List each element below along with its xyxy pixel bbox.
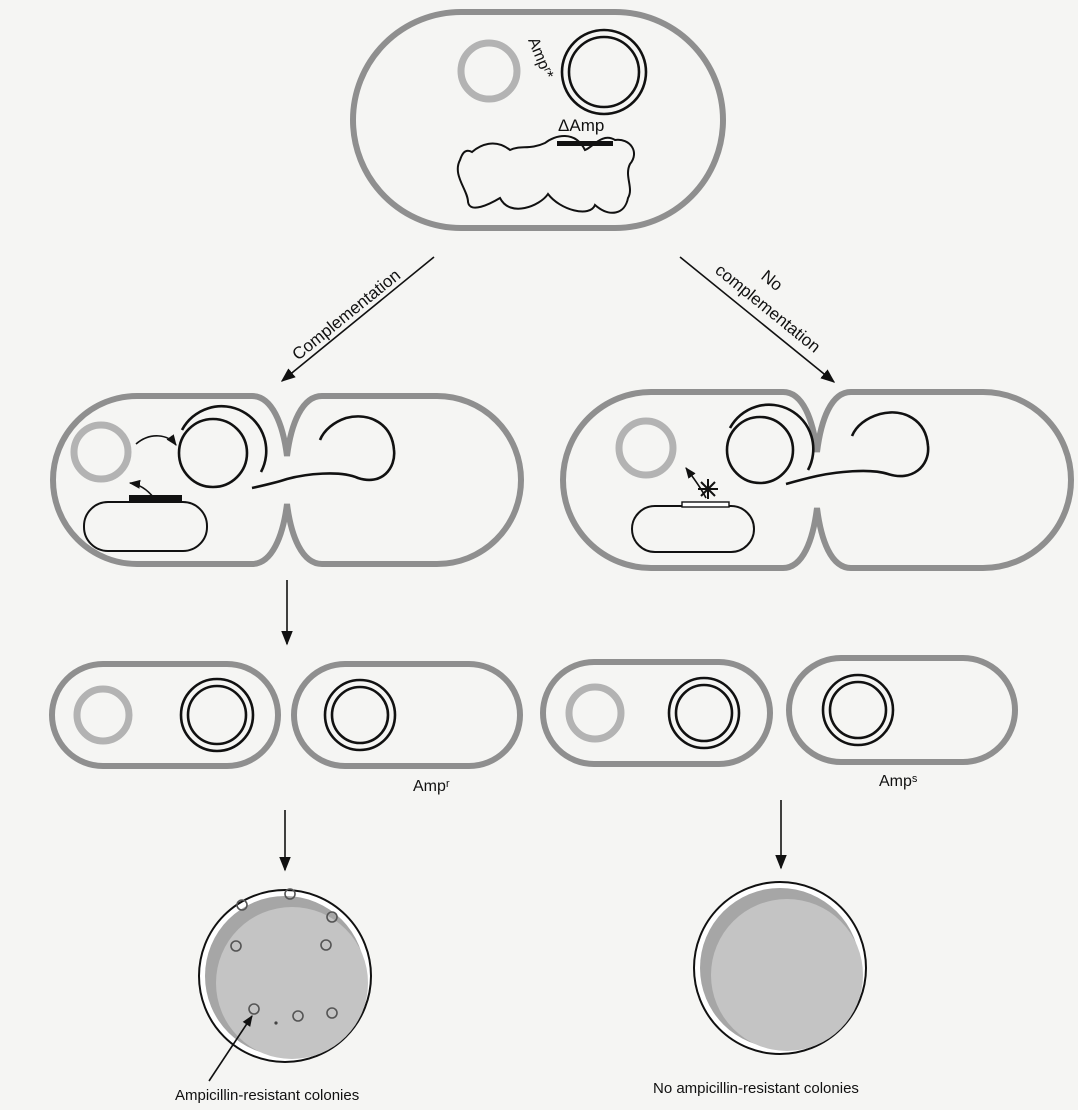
replicating-chromosome-ring-right [725, 403, 815, 485]
complementation-branch: Complementation [280, 256, 435, 382]
amp-r-plasmid [457, 39, 521, 103]
delta-amp-gene-bar [557, 141, 613, 146]
dividing-cell-no-complementation [560, 389, 1074, 571]
amp-r-label: Ampʳ [413, 778, 450, 795]
amp-r-star-label: Ampʳ* [524, 35, 556, 81]
daughter-cell-3-chromosome-ring [667, 676, 741, 750]
amp-r-plasmid-left [70, 421, 132, 483]
top-cell: Ampʳ* ΔAmp [350, 9, 726, 231]
dividing-cell-complementation [50, 393, 524, 567]
complementation-arrow [280, 256, 435, 382]
daughter-cell-2-wall [291, 661, 523, 769]
top-cell-wall [350, 9, 726, 231]
resistant-colonies-caption: Ampicillin-resistant colonies [175, 1087, 359, 1104]
no-resistant-colonies-caption: No ampicillin-resistant colonies [653, 1080, 859, 1097]
daughter-cell-4 [786, 655, 1018, 765]
chromosome-right [631, 505, 755, 553]
replicating-chromosome-ring-left [177, 404, 268, 489]
colony-pointer-arrow [208, 1015, 253, 1082]
transferring-strand-right [785, 411, 930, 486]
amp-gene-bar-left [129, 495, 182, 502]
daughter-cell-1-plasmid [73, 685, 133, 745]
daughter-cell-1-chromosome-ring [179, 677, 255, 753]
transferring-strand-left [251, 415, 396, 490]
daughter-cell-1 [49, 661, 281, 769]
recombination-arrow-top-left [135, 434, 177, 446]
petri-dish-with-colonies [198, 888, 372, 1082]
small-colony-dot [274, 1021, 278, 1025]
dish-agar-left [216, 907, 368, 1059]
petri-dish-no-colonies [693, 881, 867, 1055]
chromosome-left [83, 501, 208, 552]
blocked-recombination-arrow [685, 467, 707, 499]
daughter-cell-3 [540, 659, 773, 767]
amp-s-label: Ampˢ [879, 773, 918, 790]
colonies [230, 888, 338, 1022]
amp-r-plasmid-right [615, 417, 677, 479]
delta-amp-label: ΔAmp [558, 116, 604, 135]
top-chromosome-ring [560, 28, 648, 116]
no-complementation-arrow [679, 256, 836, 383]
top-bacterial-chromosome [456, 135, 635, 214]
daughter-cell-2-chromosome-ring [323, 678, 397, 752]
daughter-cell-1-wall [49, 661, 281, 769]
no-complementation-branch: No complementation [679, 256, 836, 383]
daughter-cell-2 [291, 661, 523, 769]
daughter-cell-4-chromosome-ring [821, 673, 895, 747]
daughter-cell-3-plasmid [565, 683, 625, 743]
daughter-cell-4-wall [786, 655, 1018, 765]
delta-amp-gene-bar-right [681, 501, 730, 508]
dividing-cell-wall-right [560, 389, 1074, 571]
dish-agar-right [711, 899, 863, 1051]
complementation-label: Complementation [289, 265, 405, 364]
daughter-cell-3-wall [540, 659, 773, 767]
dividing-cell-wall-left [50, 393, 524, 567]
asterisk-icon [698, 479, 718, 499]
